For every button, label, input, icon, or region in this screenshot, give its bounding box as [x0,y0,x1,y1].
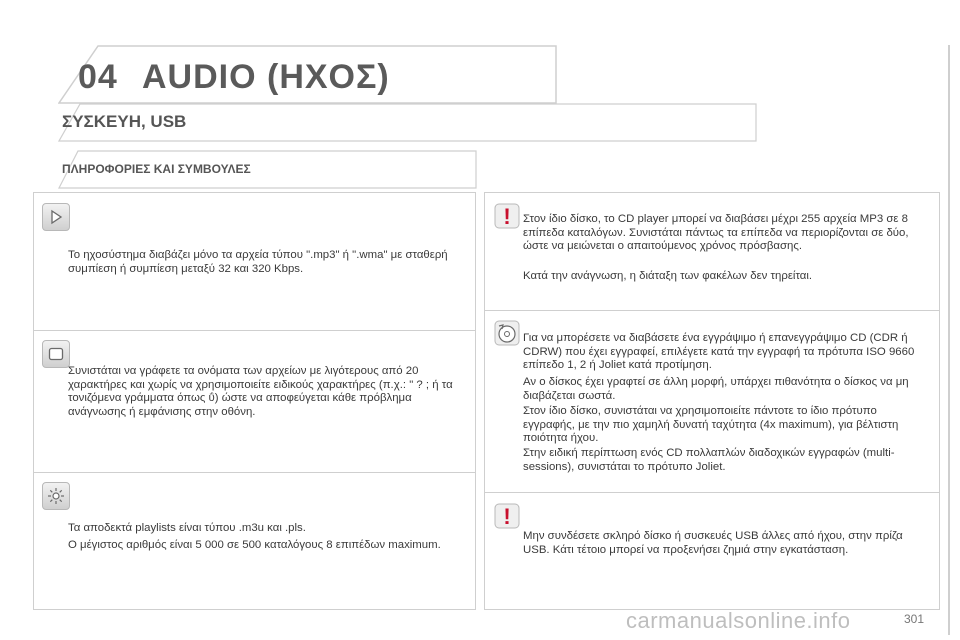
paragraph: Στον ίδιο δίσκο, συνιστάται να χρησιμοπο… [523,405,899,444]
paragraph: Το ηχοσύστημα διαβάζει μόνο τα αρχεία τύ… [68,249,448,275]
paragraph: Στην ειδική περίπτωση ενός CD πολλαπλών … [523,447,895,473]
paragraph: Κατά την ανάγνωση, η διάταξη των φακέλων… [523,270,813,282]
paragraph: Ο μέγιστος αριθμός είναι 5 000 σε 500 κα… [68,539,441,551]
info-box-file-names [33,330,476,474]
lightbulb-icon [42,482,70,510]
warning-box-usb-devices [484,492,940,610]
screen-icon [42,340,70,368]
subsection-title: ΠΛΗΡΟΦΟΡΙΕΣ ΚΑΙ ΣΥΜΒΟΥΛΕΣ [62,162,251,176]
info-box-cd-recording [484,310,940,494]
warning-exclamation-icon: ! [494,503,520,529]
cd-disc-icon [494,320,520,346]
warning-box-cd-files [484,192,940,312]
chapter-number: 04 [78,58,118,96]
paragraph: Συνιστάται να γράφετε τα ονόματα των αρχ… [68,365,453,418]
svg-text:!: ! [503,204,510,229]
paragraph: Μην συνδέσετε σκληρό δίσκο ή συσκευές US… [523,530,903,556]
paragraph: Αν ο δίσκος έχει γραφτεί σε άλλη μορφή, … [523,376,909,402]
paragraph: Τα αποδεκτά playlists είναι τύπου .m3u κ… [68,522,306,534]
info-box-playlists [33,472,476,610]
paragraph: Στον ίδιο δίσκο, το CD player μπορεί να … [523,213,909,252]
chapter-title: AUDIO (ΗΧΟΣ) [142,58,390,96]
subsection-title-tab [58,150,477,189]
page-edge-rule [948,45,950,635]
section-title: ΣΥΣΚΕΥΗ, USB [62,112,187,131]
info-box-mp3-formats [33,192,476,332]
paragraph: Για να μπορέσετε να διαβάσετε ένα εγγράψ… [523,332,915,371]
section-title-tab [58,103,757,142]
page-number: 301 [904,612,925,626]
watermark: carmanualsonline.info [626,608,851,633]
chapter-header-tab [58,45,558,105]
warning-exclamation-icon: ! [494,203,520,229]
play-triangle-icon [42,203,70,231]
svg-text:!: ! [503,504,510,529]
